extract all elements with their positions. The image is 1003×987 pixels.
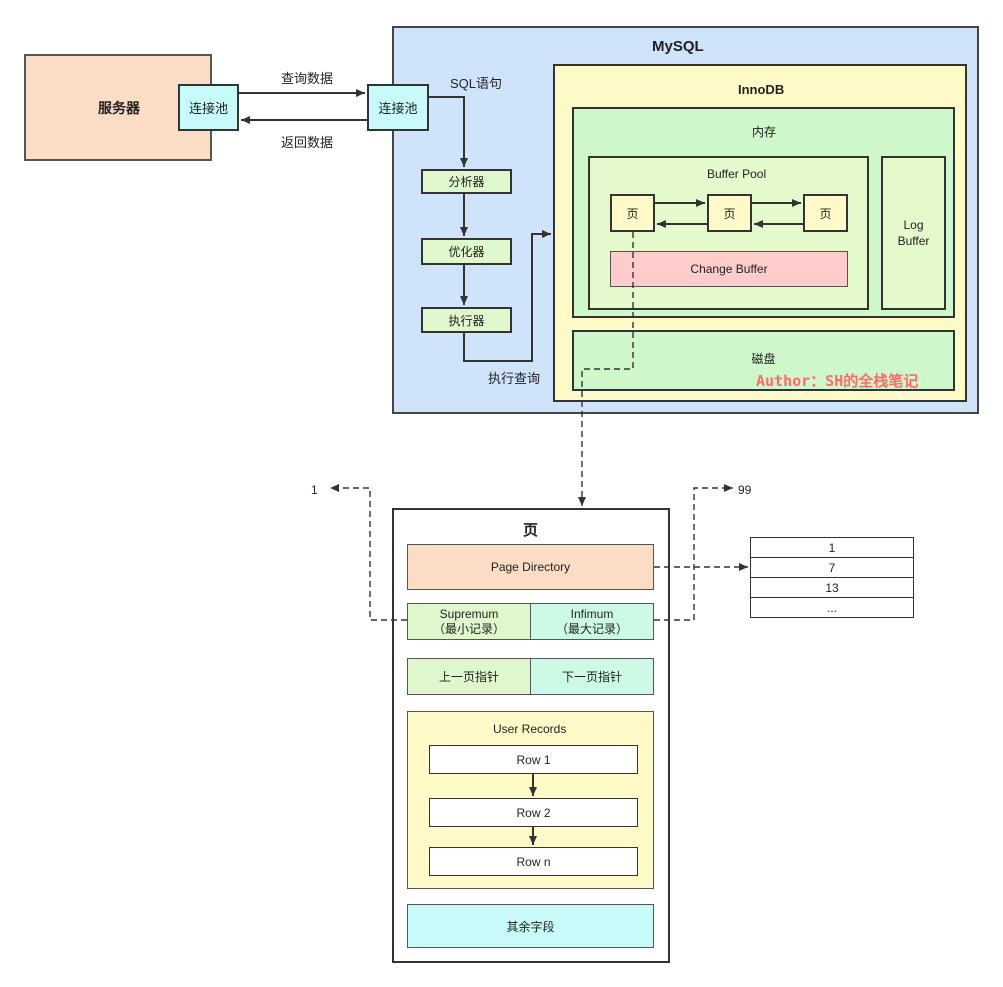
infimum-label: Infimum （最大记录） [555,606,628,636]
page-title: 页 [523,522,539,539]
next-page-number: 99 [738,483,752,497]
row-record: Row 1 [429,745,638,774]
buffer-pool-page: 页 [707,194,752,232]
mysql-connection-pool-label: 连接池 [378,101,418,116]
prev-page-number: 1 [311,483,318,497]
optimizer-label: 优化器 [448,245,485,259]
row-record-label: Row 1 [516,752,551,767]
row-record: Row 2 [429,798,638,827]
executor-step: 执行器 [421,307,512,333]
return-data-label: 返回数据 [281,135,334,150]
prev-page-pointer: 上一页指针 [407,658,531,695]
directory-slot-label: ... [826,600,837,615]
disk-label: 磁盘 [751,352,776,366]
directory-slot: 1 [750,537,914,558]
buffer-pool-title: Buffer Pool [707,167,767,181]
analyzer-step: 分析器 [421,169,512,194]
buffer-pool-page-label: 页 [626,206,639,221]
log-buffer: Log Buffer [881,156,946,310]
server-label: 服务器 [98,99,140,116]
buffer-pool-page-label: 页 [723,206,736,221]
mysql-connection-pool: 连接池 [367,84,429,131]
directory-slot: ... [750,597,914,618]
supremum-record: Supremum （最小记录） [407,603,531,640]
directory-slot: 7 [750,557,914,578]
directory-slot-label: 1 [828,540,836,555]
other-fields-label: 其余字段 [506,919,555,934]
page-directory: Page Directory [407,544,654,590]
supremum-label: Supremum （最小记录） [432,606,505,636]
directory-slot: 13 [750,577,914,598]
optimizer-step: 优化器 [421,238,512,265]
sql-statement-label: SQL语句 [450,76,503,91]
query-data-label: 查询数据 [281,71,334,86]
server-connection-pool-label: 连接池 [188,101,228,116]
server-connection-pool: 连接池 [178,84,239,131]
memory-title: 内存 [752,125,777,139]
row-record-label: Row n [516,854,551,869]
execute-query-label: 执行查询 [488,371,541,386]
change-buffer-label: Change Buffer [690,262,768,276]
analyzer-label: 分析器 [448,175,485,189]
buffer-pool-page: 页 [803,194,848,232]
innodb-title: InnoDB [738,82,785,97]
log-buffer-label: Log Buffer [897,218,930,248]
author-watermark: Author：SH的全栈笔记 [756,372,919,390]
next-page-pointer: 下一页指针 [530,658,654,695]
user-records-title: User Records [493,722,567,736]
prev-page-pointer-label: 上一页指针 [438,670,499,684]
row-record: Row n [429,847,638,876]
executor-label: 执行器 [448,313,485,328]
directory-slot-label: 7 [828,560,836,575]
change-buffer: Change Buffer [610,251,848,287]
row-record-label: Row 2 [516,805,551,820]
mysql-title: MySQL [652,38,704,55]
next-page-pointer-label: 下一页指针 [561,670,622,684]
page-directory-label: Page Directory [490,560,571,574]
buffer-pool-page: 页 [610,194,655,232]
buffer-pool-page-label: 页 [819,206,832,221]
disk-container: 磁盘 [572,330,955,391]
infimum-record: Infimum （最大记录） [530,603,654,640]
directory-slot-label: 13 [825,580,839,595]
other-fields: 其余字段 [407,904,654,948]
